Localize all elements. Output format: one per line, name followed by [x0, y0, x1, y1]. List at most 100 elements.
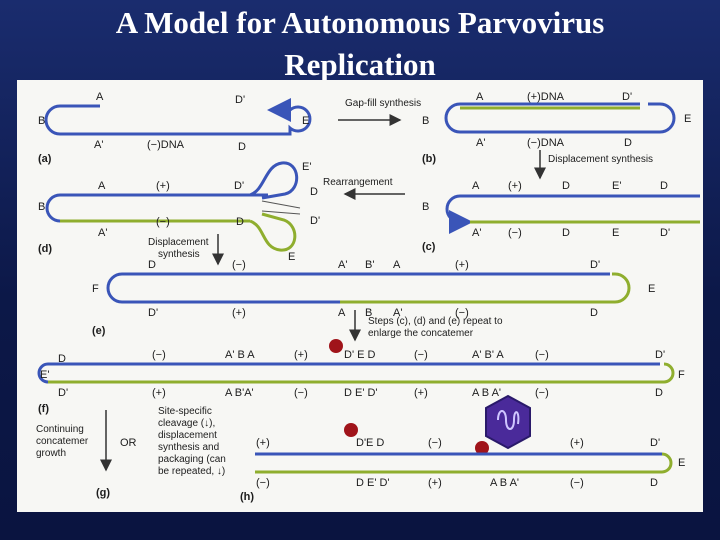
gapfill-label: Gap-fill synthesis [345, 98, 421, 109]
label-B: B [365, 307, 372, 319]
label-DED-bottom: D E' D' [356, 477, 390, 489]
label-plus-3: (+) [414, 387, 428, 399]
panel-b: A A' B (+)DNA (−)DNA D' D E (b) [422, 91, 691, 165]
label-B: B [422, 201, 429, 213]
label-minus-1: (−) [256, 477, 270, 489]
label-D-prime-end: D' [655, 349, 665, 361]
label-E-prime: E' [302, 161, 311, 173]
label-minus: (−) [508, 227, 522, 239]
label-A: A [472, 180, 480, 192]
cleavage-label-1: Site-specific [158, 406, 212, 417]
label-E-prime: E' [612, 180, 621, 192]
hairpin-d-top [249, 161, 299, 200]
label-D: D [148, 259, 156, 271]
repeat-label-1: Steps (c), (d) and (e) repeat to [368, 316, 503, 327]
label-A: A [476, 91, 484, 103]
label-A-prime: A' [338, 259, 347, 271]
strand-h-green [255, 452, 673, 474]
label-plus-3: (+) [570, 437, 584, 449]
label-ABA-top: A' B A [225, 349, 255, 361]
label-D: D [236, 216, 244, 228]
label-minus-3: (−) [414, 349, 428, 361]
label-minus-1: (−) [232, 259, 246, 271]
label-D-2: D [562, 227, 570, 239]
strand-f-green [48, 362, 675, 384]
label-F: F [92, 283, 99, 295]
label-E: E [612, 227, 619, 239]
cleavage-label-5: packaging (can [158, 454, 226, 465]
label-E-prime: E' [40, 369, 49, 381]
panel-c: A A' B (+) (−) D D E' E D D' (c) [422, 180, 700, 253]
panel-f: D E' D' (−) (+) A' B A A B'A' (+) (−) D'… [37, 339, 685, 415]
panel-id-c: (c) [422, 241, 436, 253]
strand-c-blue [445, 194, 700, 234]
label-D-prime: D' [235, 94, 245, 106]
panel-id-g: (g) [96, 487, 110, 499]
label-A: A [393, 259, 401, 271]
label-plus: (+) [508, 180, 522, 192]
label-DED-bottom: D E' D' [344, 387, 378, 399]
panel-id-f: (f) [38, 403, 49, 415]
strand-f-blue-end [37, 362, 49, 384]
strand-b-blue [444, 102, 676, 134]
label-minus-3: (−) [570, 477, 584, 489]
label-D-prime: D' [622, 91, 632, 103]
label-D-prime-end: D' [660, 227, 670, 239]
label-D-prime-hairpin: D' [310, 215, 320, 227]
label-plus: (+) [156, 180, 170, 192]
label-D-prime-end: D' [590, 259, 600, 271]
label-minus-1: (−) [152, 349, 166, 361]
label-A: A [98, 180, 106, 192]
panel-a: A A' B D' D E (−)DNA (a) [38, 91, 312, 165]
label-D-prime: D' [148, 307, 158, 319]
cleavage-dot-h [344, 423, 358, 437]
step-cleavage: Site-specific cleavage (↓), displacement… [158, 406, 226, 477]
label-minus-2: (−) [455, 307, 469, 319]
label-minus-2: (−) [294, 387, 308, 399]
displacement1-label: Displacement synthesis [548, 154, 653, 165]
label-minus: (−) [156, 216, 170, 228]
or-label: OR [120, 437, 137, 449]
label-F: F [678, 369, 685, 381]
label-B-prime: B' [365, 259, 374, 271]
panel-id-b: (b) [422, 153, 436, 165]
label-minus-dna: (−)DNA [147, 139, 185, 151]
label-D-end: D [655, 387, 663, 399]
growth-label-1: Continuing [36, 424, 84, 435]
label-B: B [38, 201, 45, 213]
panel-id-e: (e) [92, 325, 106, 337]
label-E: E [302, 115, 309, 127]
label-D: D [238, 141, 246, 153]
diagram-panel [17, 80, 703, 512]
label-DED-top: D'E D [356, 437, 384, 449]
cleavage-label-3: displacement [158, 430, 217, 441]
label-plus-2: (+) [428, 477, 442, 489]
panel-h: (+) (−) D'E D D E' D' (−) (+) A B A' (+)… [240, 423, 685, 503]
cleavage-dot [329, 339, 343, 353]
label-D-prime: D' [58, 387, 68, 399]
label-B: B [422, 115, 429, 127]
strand-a [44, 98, 312, 136]
label-D-1: D [562, 180, 570, 192]
step-displacement-1: Displacement synthesis [534, 150, 653, 180]
strand-e-blue [106, 272, 610, 304]
label-D: D [58, 353, 66, 365]
label-A-2: A [338, 307, 346, 319]
label-ABA-top-2: A' B' A [472, 349, 504, 361]
label-D: D [650, 477, 658, 489]
label-plus-dna: (+)DNA [527, 91, 565, 103]
label-minus-5: (−) [535, 387, 549, 399]
label-D: D [624, 137, 632, 149]
displacement2-label-1: Displacement [148, 237, 209, 248]
title-line-2: Replication [284, 47, 436, 82]
label-plus-2: (+) [294, 349, 308, 361]
repeat-label-2: enlarge the concatemer [368, 328, 474, 339]
step-gapfill: Gap-fill synthesis [338, 98, 421, 126]
step-displacement-2: Displacement synthesis [148, 234, 224, 266]
label-D-prime: D' [234, 180, 244, 192]
panel-g: Continuing concatemer growth OR (g) [36, 410, 137, 499]
label-E: E [678, 457, 685, 469]
label-A-prime: A' [476, 137, 485, 149]
label-E: E [684, 113, 691, 125]
